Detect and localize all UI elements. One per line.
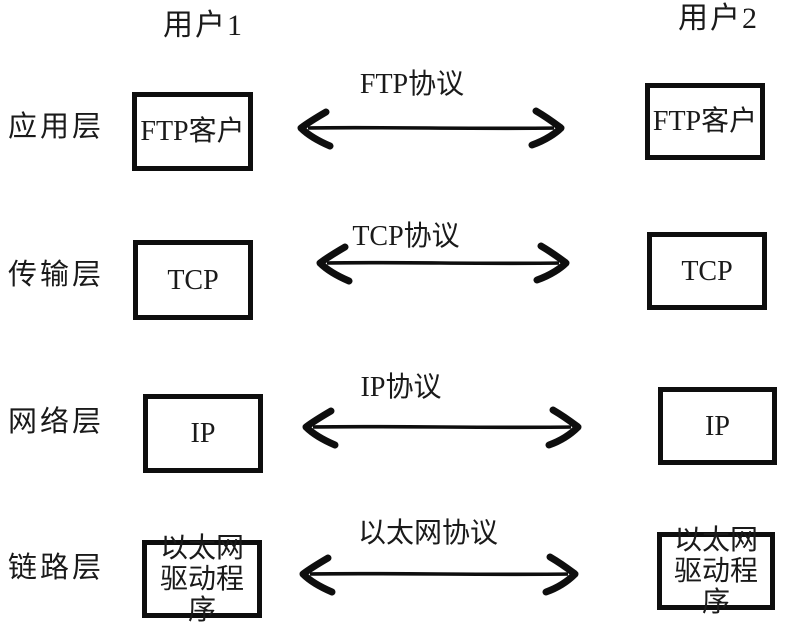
box-right-ethernet-driver: 以太网 驱动程序 bbox=[657, 525, 775, 618]
double-arrow-icon bbox=[297, 107, 565, 150]
user1-label: 用户1 bbox=[163, 9, 244, 42]
box-right-tcp: TCP bbox=[647, 232, 767, 310]
protocol-label-ftp: FTP协议 bbox=[359, 69, 465, 100]
box-left-ethernet-driver: 以太网 驱动程序 bbox=[142, 533, 262, 626]
double-arrow-icon bbox=[302, 406, 582, 449]
box-right-ftp-client: FTP客户 bbox=[645, 83, 765, 160]
protocol-label-ip: IP协议 bbox=[360, 372, 442, 403]
layer-label-application: 应用层 bbox=[8, 111, 105, 143]
box-left-ftp-client: FTP客户 bbox=[132, 92, 253, 171]
protocol-label-tcp: TCP协议 bbox=[352, 221, 460, 252]
double-arrow-icon bbox=[316, 242, 570, 285]
box-right-ip: IP bbox=[658, 387, 777, 465]
box-left-tcp: TCP bbox=[133, 240, 253, 320]
double-arrow-icon bbox=[299, 553, 579, 596]
box-left-ip: IP bbox=[143, 394, 263, 473]
layer-label-link: 链路层 bbox=[8, 552, 105, 584]
layer-label-network: 网络层 bbox=[8, 406, 105, 438]
layer-label-transport: 传输层 bbox=[8, 259, 105, 291]
user2-label: 用户2 bbox=[678, 2, 759, 35]
protocol-label-ethernet: 以太网协议 bbox=[357, 518, 498, 549]
